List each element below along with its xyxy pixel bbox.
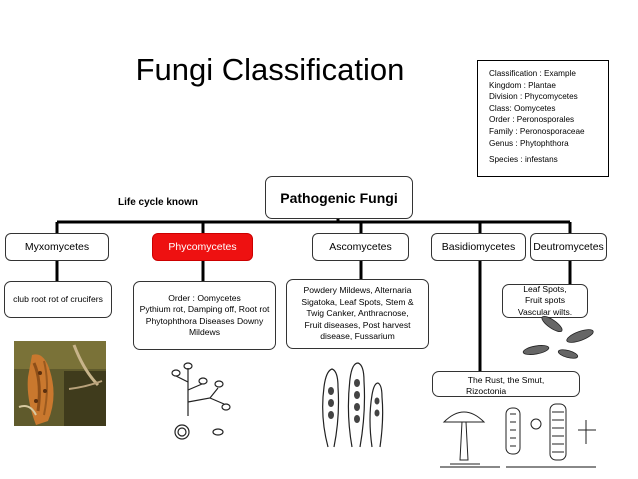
desc-basidiomycetes: The Rust, the Smut, Rizoctonia <box>432 371 580 397</box>
species-line: Species : infestans <box>489 155 558 165</box>
desc-ascomycetes-line: Fruit diseases, Post harvest <box>304 319 411 330</box>
genus-line: Genus : Phytophthora <box>489 138 569 148</box>
deutromycetes-sketch <box>522 315 594 359</box>
desc-deutromycetes-line: Vascular wilts. <box>517 306 573 317</box>
basidiomycetes-sketch <box>440 403 596 468</box>
class-line: Class: Oomycetes <box>489 103 556 113</box>
node-phycomycetes: Phycomycetes <box>152 233 253 261</box>
root-node: Pathogenic Fungi <box>265 176 413 219</box>
desc-phycomycetes-line: Mildews <box>188 326 221 337</box>
desc-phycomycetes-line: Phytophthora Diseases Downy <box>145 315 264 326</box>
desc-ascomycetes-line: Twig Canker, Anthracnose, <box>306 308 409 319</box>
desc-ascomycetes: Powdery Mildews, Alternaria Sigatoka, Le… <box>286 279 429 349</box>
desc-myxomycetes-line: club root rot of crucifers <box>13 293 103 304</box>
node-deutromycetes: Deutromycetes <box>530 233 607 261</box>
classification-line: Classification : Example <box>489 69 576 78</box>
node-ascomycetes: Ascomycetes <box>312 233 409 261</box>
division-line: Division : Phycomycetes <box>489 92 578 102</box>
desc-basidiomycetes-line: The Rust, the Smut, <box>467 375 545 385</box>
classification-example-box: Classification : Example Kingdom : Plant… <box>477 60 609 177</box>
node-myxomycetes: Myxomycetes <box>5 233 109 261</box>
desc-deutromycetes: Leaf Spots, Fruit spots Vascular wilts. <box>502 284 588 318</box>
phycomycetes-sketch <box>171 362 231 440</box>
desc-ascomycetes-line: Powdery Mildews, Alternaria <box>303 285 412 296</box>
kingdom-line: Kingdom : Plantae <box>489 80 556 90</box>
desc-deutromycetes-line: Leaf Spots, <box>523 283 567 294</box>
desc-phycomycetes: Order : Oomycetes Pythium rot, Damping o… <box>133 281 276 350</box>
desc-deutromycetes-line: Fruit spots <box>524 295 566 306</box>
family-line: Family : Peronosporaceae <box>489 126 585 136</box>
club-root-photo <box>14 341 106 426</box>
order-line: Order : Peronosporales <box>489 115 575 125</box>
node-basidiomycetes: Basidiomycetes <box>431 233 526 261</box>
desc-ascomycetes-line: disease, Fussarium <box>320 331 395 342</box>
desc-phycomycetes-line: Pythium rot, Damping off, Root rot <box>139 304 270 315</box>
page-title: Fungi Classification <box>135 52 405 87</box>
ascomycetes-sketch <box>322 362 384 448</box>
desc-phycomycetes-line: Order : Oomycetes <box>168 292 241 303</box>
life-cycle-label: Life cycle known <box>118 197 199 208</box>
desc-myxomycetes: club root rot of crucifers <box>4 281 112 318</box>
desc-ascomycetes-line: Sigatoka, Leaf Spots, Stem & <box>301 296 414 307</box>
desc-basidiomycetes-line: Rizoctonia <box>466 386 507 397</box>
